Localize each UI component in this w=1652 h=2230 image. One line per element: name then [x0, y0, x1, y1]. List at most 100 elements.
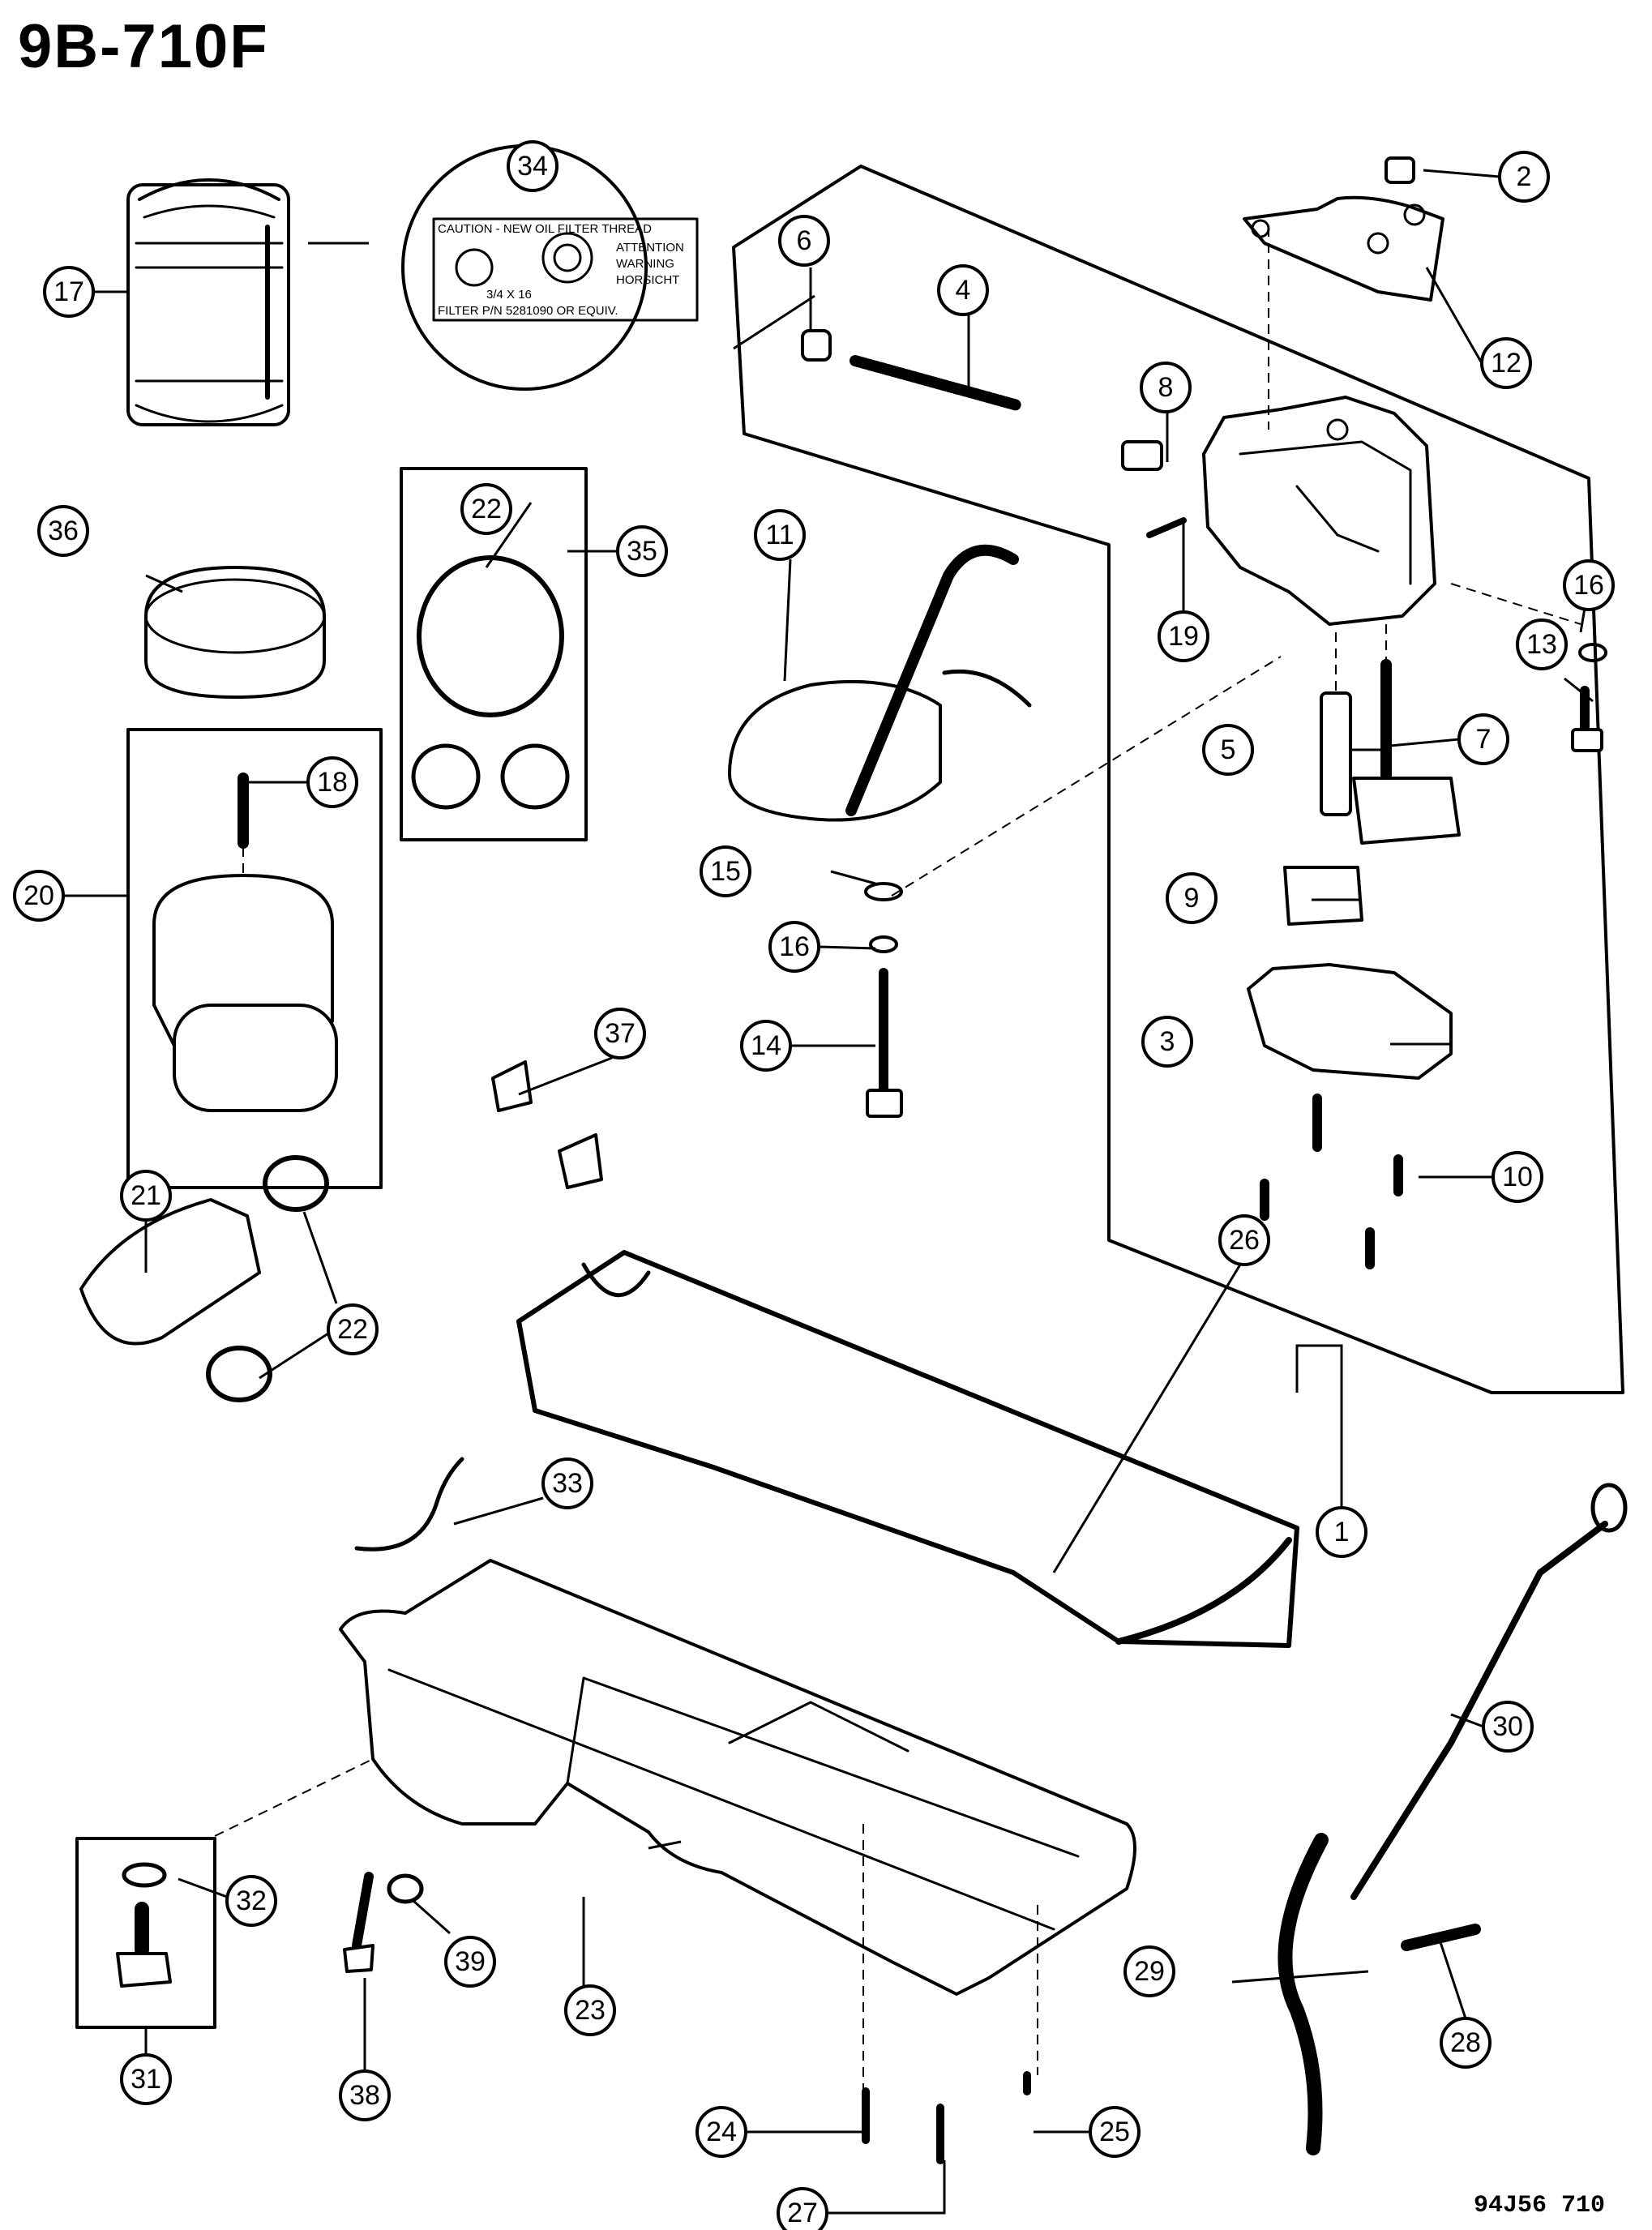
- callout-25: 25: [1089, 2106, 1141, 2158]
- callout-text: 22: [471, 494, 502, 524]
- adapter-kit-box: [126, 728, 383, 1189]
- callout-text: 24: [706, 2117, 737, 2147]
- callout-text: 5: [1221, 734, 1236, 765]
- callout-9: 9: [1166, 872, 1218, 924]
- callout-text: 28: [1450, 2027, 1481, 2058]
- callout-11: 11: [754, 509, 806, 561]
- label-line5: FILTER P/N 5281090 OR EQUIV.: [438, 304, 618, 318]
- callout-16a: 16: [768, 921, 820, 973]
- callout-text: 33: [552, 1468, 583, 1499]
- callout-22a: 22: [460, 483, 512, 535]
- callout-23: 23: [564, 1984, 616, 2036]
- callout-text: 4: [956, 275, 971, 306]
- callout-18: 18: [306, 756, 358, 808]
- callout-text: 9: [1184, 883, 1200, 914]
- callout-labels: 1 2 3 4 5 6 7 8 9 10 11 12 13 14 15 16 1…: [13, 140, 1615, 2230]
- label-line4: HORSICHT: [616, 273, 679, 287]
- callout-3: 3: [1141, 1016, 1193, 1068]
- callout-28: 28: [1440, 2017, 1492, 2069]
- oil-filter-icon: [126, 178, 290, 426]
- callout-4: 4: [937, 264, 989, 316]
- callout-1: 1: [1316, 1506, 1367, 1558]
- callout-33: 33: [541, 1457, 593, 1509]
- callout-24: 24: [695, 2106, 747, 2158]
- callout-15: 15: [700, 845, 751, 897]
- callout-35: 35: [616, 525, 668, 577]
- callout-19: 19: [1158, 610, 1209, 662]
- oil-pickup-tube: [728, 679, 942, 822]
- callout-text: 16: [779, 931, 810, 962]
- callout-26: 26: [1218, 1214, 1270, 1266]
- plug-part: [801, 329, 832, 362]
- callout-text: 32: [236, 1885, 267, 1916]
- callout-12: 12: [1480, 337, 1532, 389]
- dipstick-part: [1350, 1521, 1608, 1900]
- callout-text: 18: [317, 767, 348, 798]
- callout-text: 34: [517, 151, 548, 182]
- callout-14: 14: [740, 1020, 792, 1072]
- callout-text: 25: [1099, 2117, 1130, 2147]
- callout-10: 10: [1492, 1151, 1543, 1203]
- callout-36: 36: [37, 505, 89, 557]
- label-line3: WARNING: [616, 257, 674, 271]
- callout-20: 20: [13, 870, 65, 922]
- callout-text: 31: [131, 2064, 161, 2095]
- callout-text: 17: [53, 276, 84, 307]
- label-line2: ATTENTION: [616, 241, 684, 255]
- callout-text: 19: [1168, 621, 1199, 652]
- callout-8: 8: [1140, 362, 1192, 413]
- callout-37: 37: [594, 1008, 646, 1059]
- callout-7: 7: [1457, 713, 1509, 765]
- callout-text: 20: [24, 880, 54, 911]
- callout-text: 13: [1526, 629, 1557, 660]
- callout-31: 31: [120, 2053, 172, 2105]
- callout-29: 29: [1123, 1945, 1175, 1997]
- callout-text: 21: [131, 1180, 161, 1211]
- callout-text: 3: [1160, 1026, 1175, 1057]
- callout-text: 12: [1491, 348, 1521, 379]
- callout-text: 26: [1229, 1225, 1260, 1256]
- callout-text: 10: [1502, 1162, 1533, 1192]
- nut-part: [1385, 156, 1415, 184]
- callout-27: 27: [777, 2187, 828, 2230]
- pump-cover: [1247, 963, 1453, 1080]
- pump-body: [1202, 396, 1436, 626]
- callout-text: 38: [349, 2080, 380, 2111]
- spring-part: [850, 355, 1023, 411]
- callout-38: 38: [339, 2069, 391, 2121]
- pump-gasket: [1243, 195, 1444, 302]
- callout-13: 13: [1516, 618, 1568, 670]
- callout-text: 7: [1476, 724, 1492, 755]
- callout-2: 2: [1498, 151, 1550, 203]
- callout-16b: 16: [1563, 559, 1615, 611]
- seal-kit-box: [400, 467, 588, 841]
- callout-17: 17: [43, 266, 95, 318]
- reference-code: 94J56 710: [1474, 2192, 1606, 2219]
- callout-text: 1: [1334, 1517, 1350, 1547]
- callout-32: 32: [225, 1875, 277, 1927]
- label-thread: 3/4 X 16: [486, 288, 532, 302]
- callout-text: 11: [765, 520, 794, 550]
- callout-text: 30: [1492, 1711, 1523, 1742]
- callout-6: 6: [778, 215, 830, 267]
- oil-pan-gasket: [516, 1250, 1299, 1648]
- callout-5: 5: [1202, 724, 1254, 776]
- callout-text: 35: [627, 536, 657, 567]
- label-line1: CAUTION - NEW OIL FILTER THREAD: [438, 222, 652, 236]
- callout-text: 29: [1134, 1956, 1165, 1987]
- callout-text: 14: [751, 1030, 781, 1061]
- callout-text: 37: [605, 1018, 636, 1049]
- page-title: 9B-710F: [18, 12, 269, 81]
- callout-21: 21: [120, 1170, 172, 1222]
- callout-text: 36: [48, 516, 79, 546]
- callout-30: 30: [1482, 1701, 1534, 1753]
- callout-text: 39: [455, 1946, 486, 1977]
- callout-39: 39: [444, 1936, 496, 1988]
- callout-text: 2: [1517, 161, 1532, 192]
- filter-caution-label: CAUTION - NEW OIL FILTER THREAD ATTENTIO…: [438, 222, 684, 318]
- callout-text: 23: [575, 1995, 606, 2026]
- callout-22b: 22: [327, 1303, 379, 1355]
- callout-text: 22: [337, 1314, 368, 1345]
- oil-pan: [339, 1559, 1136, 1996]
